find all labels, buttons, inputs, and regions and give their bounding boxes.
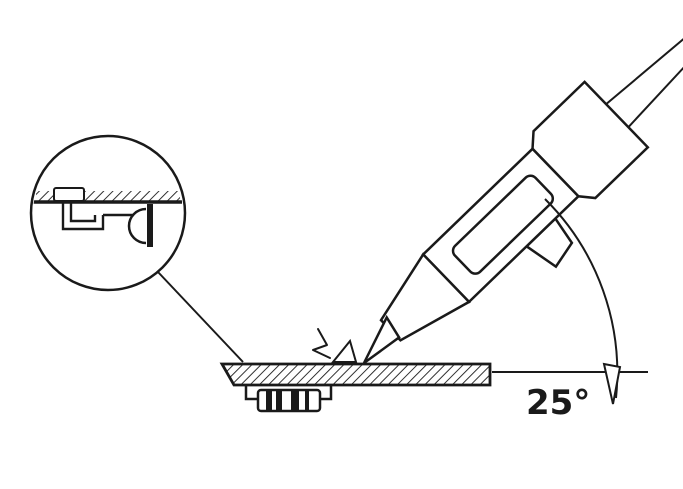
magnifier-leader-line xyxy=(157,271,244,363)
soldering-iron xyxy=(362,9,683,365)
iron-tip xyxy=(362,314,401,365)
resistor-body xyxy=(256,388,322,413)
magnifier-detail xyxy=(29,134,187,292)
board-section-hatching xyxy=(36,191,180,202)
iron-heater-housing xyxy=(451,174,555,275)
board-hatched-bar xyxy=(219,362,492,387)
resistor xyxy=(244,385,333,413)
angle-arc xyxy=(544,198,622,405)
resistor-band xyxy=(266,391,272,410)
resistor-lead-right xyxy=(320,385,333,401)
power-cord-line xyxy=(605,9,683,105)
solder-fillet xyxy=(330,338,358,363)
solder-wire xyxy=(312,328,358,363)
solder-fillet-profile xyxy=(127,207,147,245)
resistor-lead-left xyxy=(244,385,258,401)
power-cord-line xyxy=(627,19,683,128)
lead-top-tab xyxy=(53,187,85,202)
angle-arrowhead xyxy=(602,362,622,405)
resistor-band xyxy=(305,391,309,410)
solder-feed-wire xyxy=(312,328,331,359)
resistor-band xyxy=(291,391,299,410)
clinched-lead-hook-inner xyxy=(69,202,97,223)
resistor-band xyxy=(276,391,282,410)
clinched-lead-hook xyxy=(61,202,105,231)
magnifier-circle xyxy=(29,134,187,292)
circuit-board xyxy=(219,362,492,387)
angle-label: 25° xyxy=(526,383,590,423)
